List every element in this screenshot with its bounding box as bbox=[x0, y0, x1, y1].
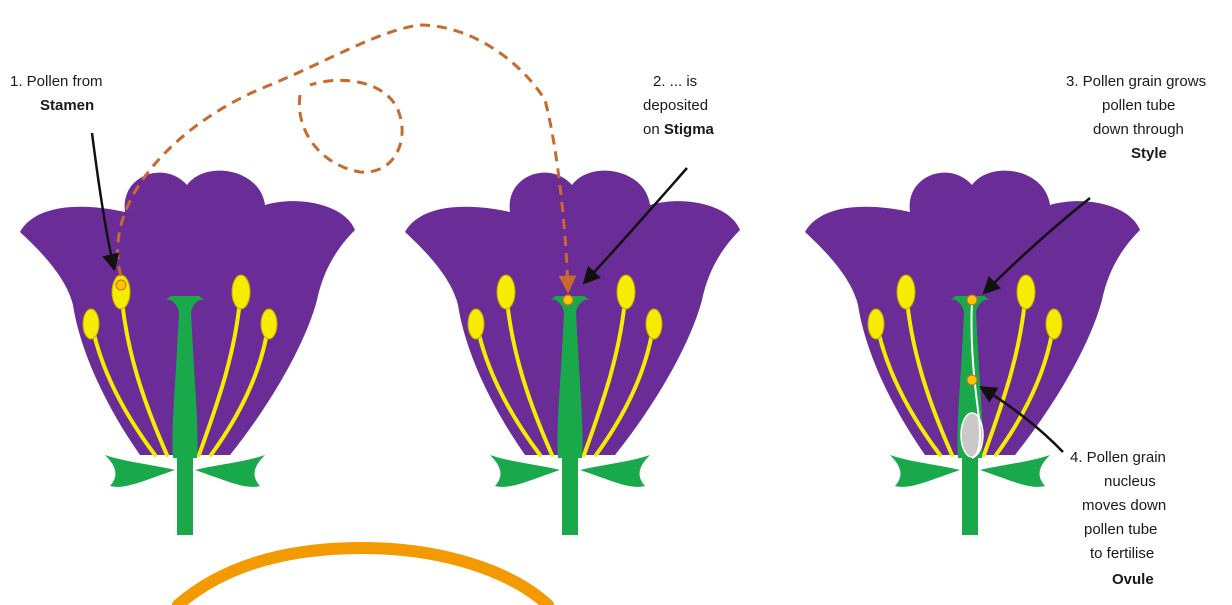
label-step2-prefix: on bbox=[643, 121, 664, 138]
flower-1 bbox=[20, 171, 355, 535]
pollen-grain-on-stigma bbox=[563, 295, 573, 305]
pollen-nucleus bbox=[967, 375, 977, 385]
label-step4-line1: 4. Pollen grain bbox=[1070, 449, 1166, 466]
label-step2: 2. ... is deposited on Stigma bbox=[643, 73, 715, 138]
pollen-grain-on-stamen bbox=[116, 280, 126, 290]
label-stamen-term: Stamen bbox=[40, 97, 94, 114]
label-step2-line2: deposited bbox=[643, 97, 708, 114]
label-step3-line3: down through bbox=[1093, 121, 1184, 138]
label-style-term: Style bbox=[1131, 145, 1167, 162]
label-step4-line5: to fertilise bbox=[1090, 545, 1154, 562]
label-step2-line1: 2. ... is bbox=[653, 73, 697, 90]
label-step2-line3: on Stigma bbox=[643, 121, 715, 138]
label-step1-line1: 1. Pollen from bbox=[10, 73, 103, 90]
label-step4-line2: nucleus bbox=[1104, 473, 1156, 490]
flower-2 bbox=[405, 171, 740, 535]
flower-3 bbox=[805, 171, 1140, 535]
pollen-path-loop bbox=[299, 80, 402, 172]
label-step4-line4: pollen tube bbox=[1084, 521, 1157, 538]
pollen-grain-on-style bbox=[967, 295, 977, 305]
label-step4-line3: moves down bbox=[1082, 497, 1166, 514]
label-stigma-term: Stigma bbox=[664, 121, 715, 138]
label-step3-line1: 3. Pollen grain grows bbox=[1066, 73, 1206, 90]
orange-arc bbox=[178, 548, 548, 605]
label-step3: 3. Pollen grain grows pollen tube down t… bbox=[1066, 73, 1206, 162]
label-step4: 4. Pollen grain nucleus moves down polle… bbox=[1070, 449, 1166, 588]
label-step3-line2: pollen tube bbox=[1102, 97, 1175, 114]
label-ovule-term: Ovule bbox=[1112, 571, 1154, 588]
label-step1: 1. Pollen from Stamen bbox=[10, 73, 103, 114]
